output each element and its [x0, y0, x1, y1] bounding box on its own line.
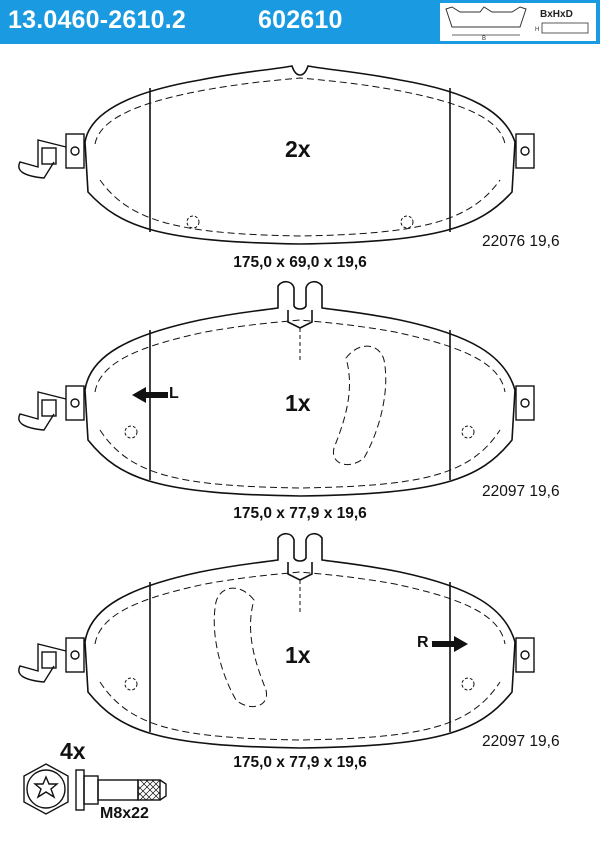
right-arrow-icon [432, 636, 468, 652]
pad-3-side-label: R [417, 634, 429, 651]
right-clip [515, 385, 535, 421]
pad-2-code: 22097 19,6 [482, 483, 560, 500]
wear-hole [461, 425, 475, 439]
left-clip [18, 133, 85, 179]
brake-pad-1-drawing [18, 65, 535, 245]
wear-hole [124, 677, 138, 691]
dims-icon-label: BxHxD [540, 9, 573, 20]
wear-hole [400, 215, 414, 229]
wear-hole [461, 677, 475, 691]
bolt-icon [23, 763, 167, 815]
bolt-quantity: 4x [60, 738, 86, 764]
wear-hole [124, 425, 138, 439]
dimensions-icon: B BxHxD H [440, 3, 596, 41]
header-bar: 13.0460-2610.2 602610 B BxHxD H [0, 0, 600, 44]
pad-2-dimensions: 175,0 x 77,9 x 19,6 [233, 505, 367, 522]
brake-pad-2-drawing [18, 280, 535, 497]
part-number: 13.0460-2610.2 [8, 6, 186, 34]
reference-number: 602610 [258, 6, 343, 34]
dims-icon-b: B [482, 36, 486, 41]
left-arrow-icon [132, 387, 168, 403]
pad-3-quantity: 1x [285, 642, 311, 668]
pad-1-quantity: 2x [285, 136, 311, 162]
pad-2-quantity: 1x [285, 390, 311, 416]
dims-icon-h: H [535, 27, 539, 33]
right-clip [515, 133, 535, 169]
bolt-size: M8x22 [100, 805, 149, 822]
right-clip [515, 637, 535, 673]
left-clip [18, 385, 85, 431]
pad-2-side-label: L [169, 385, 179, 402]
brake-pad-3-drawing [18, 532, 535, 749]
pad-1-dimensions: 175,0 x 69,0 x 19,6 [233, 254, 367, 271]
pad-1-code: 22076 19,6 [482, 233, 560, 250]
pad-3-code: 22097 19,6 [482, 733, 560, 750]
left-clip [18, 637, 85, 683]
pad-3-dimensions: 175,0 x 77,9 x 19,6 [233, 754, 367, 771]
wear-hole [186, 215, 200, 229]
